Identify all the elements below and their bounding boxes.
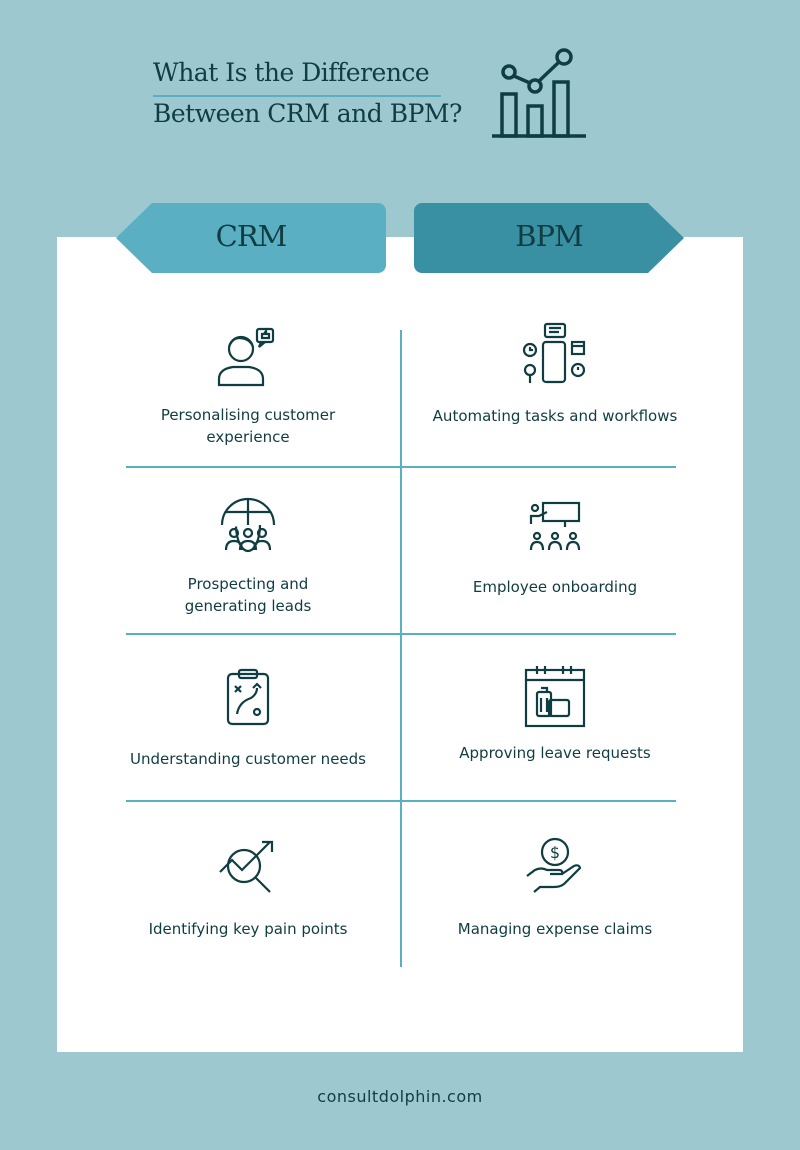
label-line: Managing expense claims	[457, 920, 653, 938]
crm-item-label: Understanding customer needs	[98, 748, 398, 770]
crm-item: Prospecting and generating leads	[98, 497, 398, 617]
svg-text:$: $	[550, 843, 560, 862]
magnify-chart-icon	[219, 840, 274, 893]
label-line: Automating tasks and workflows	[432, 407, 678, 425]
crm-item-label: Personalising customer experience	[98, 404, 398, 448]
presentation-team-icon	[529, 501, 581, 551]
label-line: Employee onboarding	[472, 578, 638, 596]
label-line: Personalising customer	[160, 406, 336, 424]
label-line: Approving leave requests	[459, 744, 651, 762]
row-divider	[126, 800, 676, 802]
crm-item: Identifying key pain points	[98, 838, 398, 940]
crm-item: Understanding customer needs	[98, 668, 398, 770]
bpm-tab: BPM	[414, 203, 684, 273]
crm-tab: CRM	[116, 203, 386, 273]
row-divider	[126, 633, 676, 635]
footer-website: consultdolphin.com	[317, 1087, 483, 1106]
crm-tab-label: CRM	[215, 219, 288, 253]
bpm-item-label: Automating tasks and workflows	[405, 405, 705, 427]
column-divider	[400, 330, 402, 967]
globe-people-icon	[218, 497, 276, 553]
bpm-item-label: Approving leave requests	[405, 742, 705, 764]
crm-item: Personalising customer experience	[98, 327, 398, 448]
label-line: Prospecting and	[187, 575, 309, 593]
bpm-tab-label: BPM	[515, 219, 584, 253]
bar-chart-icon	[492, 48, 586, 138]
crm-item-label: Identifying key pain points	[98, 918, 398, 940]
phone-workflow-icon	[522, 322, 586, 384]
bpm-item-label: Employee onboarding	[405, 576, 705, 598]
bpm-item: Approving leave requests	[405, 664, 705, 764]
label-line: experience	[206, 428, 290, 446]
bpm-item: Automating tasks and workflows	[405, 322, 705, 427]
calendar-luggage-icon	[524, 666, 586, 728]
title-line-1: What Is the Difference	[153, 58, 430, 87]
label-line: generating leads	[184, 597, 312, 615]
hand-dollar-icon: $	[526, 837, 582, 893]
crm-item-label: Prospecting and generating leads	[98, 573, 398, 617]
clipboard-strategy-icon	[226, 668, 270, 726]
customer-like-icon	[217, 327, 275, 387]
title-underline	[153, 95, 441, 97]
bpm-item: $ Managing expense claims	[405, 836, 705, 940]
bpm-item: Employee onboarding	[405, 500, 705, 598]
row-divider	[126, 466, 676, 468]
title-line-2: Between CRM and BPM?	[153, 99, 462, 128]
bpm-item-label: Managing expense claims	[405, 918, 705, 940]
label-line: Understanding customer needs	[130, 750, 366, 768]
label-line: Identifying key pain points	[148, 920, 348, 938]
